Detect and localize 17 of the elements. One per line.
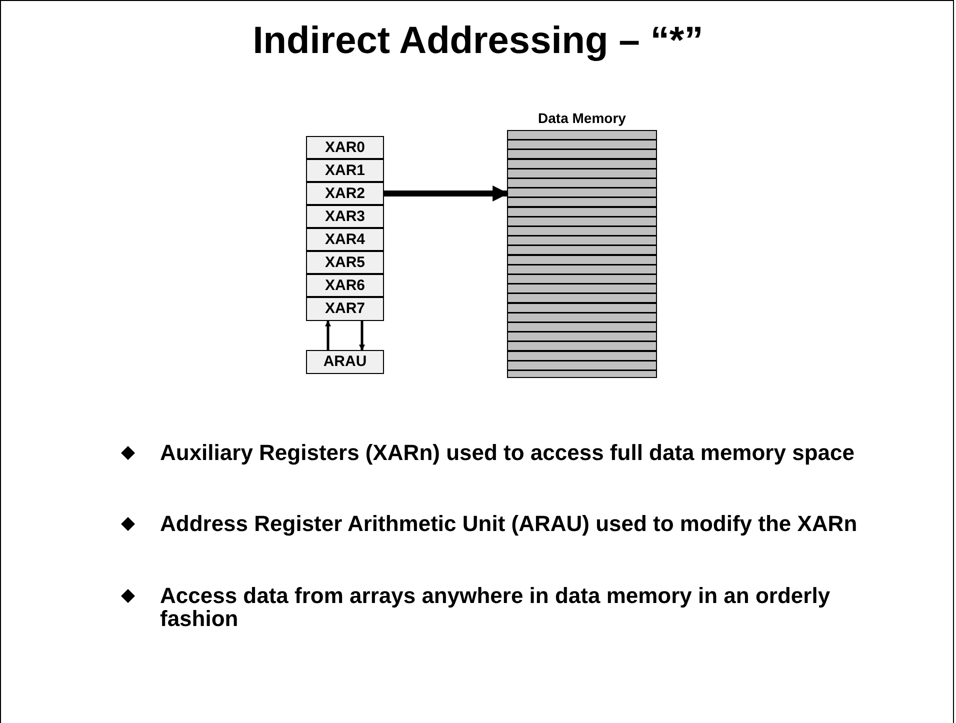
title: Indirect Addressing – “*”: [252, 20, 704, 63]
register-box: XAR7: [306, 297, 384, 321]
register-box: XAR5: [306, 251, 384, 274]
register-box: XAR0: [306, 136, 384, 159]
bullet-text: Auxiliary Registers (XARn) used to access full data memory space: [160, 441, 856, 464]
arrow: [384, 186, 509, 202]
bullet-text: Access data from arrays anywhere in data memory in an orderly fashion: [160, 584, 832, 630]
register-box: XAR4: [306, 228, 384, 251]
memory-label: Data Memory: [537, 110, 627, 126]
register-box: XAR1: [306, 159, 384, 182]
bullet-text: Address Register Arithmetic Unit (ARAU) used to modify the XARn: [160, 512, 858, 535]
register-box: XAR3: [306, 205, 384, 228]
arrow: [325, 320, 331, 350]
arrow: [359, 321, 365, 351]
register-box: ARAU: [306, 350, 384, 374]
register-box: XAR6: [306, 274, 384, 297]
register-box: XAR2: [306, 182, 384, 205]
